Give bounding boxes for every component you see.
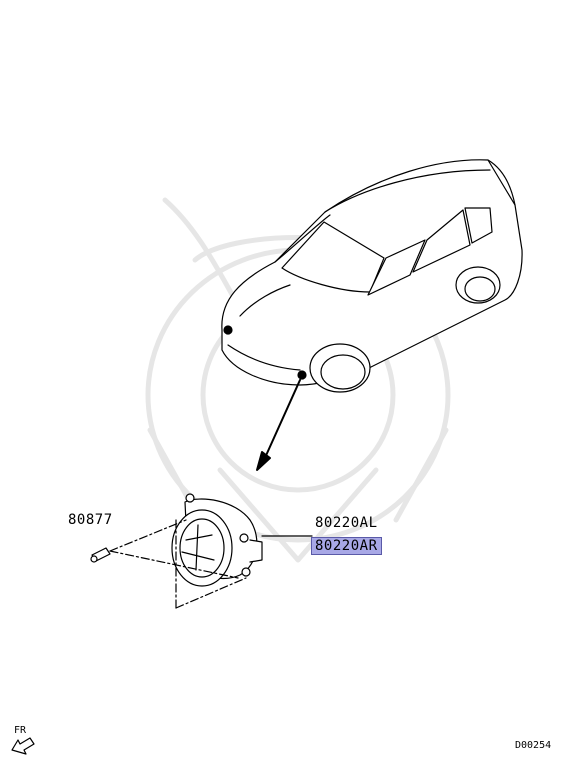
location-arrow (256, 379, 301, 471)
fog-lamp-assembly (171, 493, 263, 587)
mount-point-left (223, 325, 233, 335)
assembly-leader-lines (109, 519, 247, 609)
part-label-screw: 80877 (68, 512, 113, 528)
screw (90, 547, 111, 563)
front-direction-arrow (11, 737, 35, 755)
direction-marker-label: FR (14, 725, 27, 736)
vehicle-outline (221, 159, 523, 393)
mount-point-right (297, 370, 307, 380)
diagram-code: D00254 (515, 740, 552, 751)
part-label-fog-lamp-left: 80220AL (315, 515, 378, 531)
part-label-fog-lamp-right[interactable]: 80220AR (311, 537, 382, 555)
